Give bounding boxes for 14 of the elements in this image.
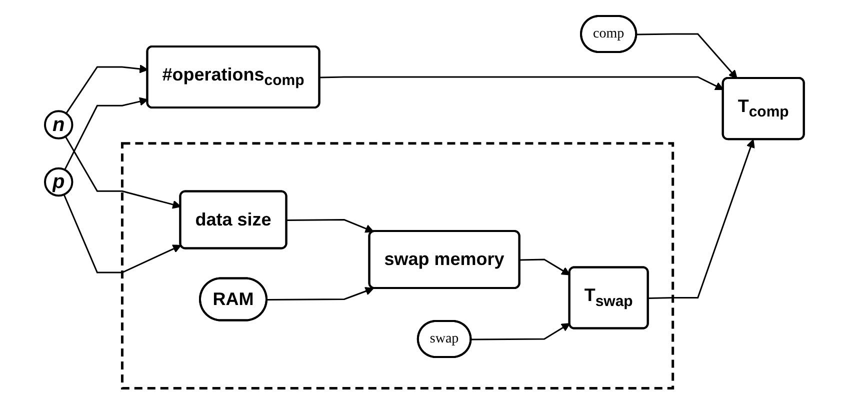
arrow (64, 98, 148, 171)
arrow (286, 219, 374, 234)
arrow (470, 323, 570, 341)
cluster (120, 142, 674, 390)
arrow (648, 140, 754, 300)
arrow (62, 194, 181, 274)
arrow (64, 136, 181, 210)
node-circle: n (44, 110, 73, 140)
arrow (319, 76, 724, 90)
arrow (519, 259, 570, 276)
arrow (65, 64, 148, 114)
node-circle: p (44, 168, 73, 197)
arrow (636, 34, 737, 80)
arrow (266, 287, 374, 301)
